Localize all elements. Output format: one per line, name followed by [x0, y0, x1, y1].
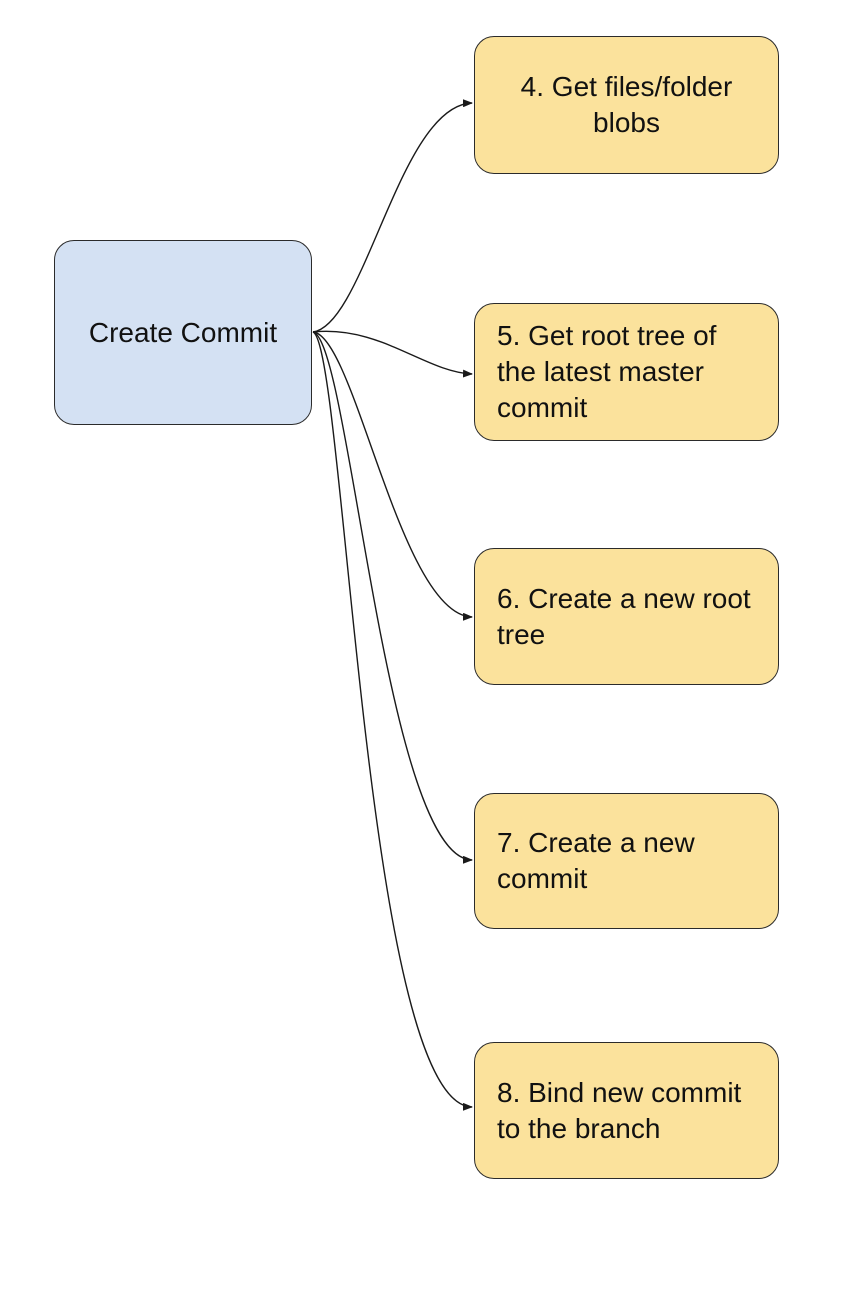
step-8-label: 8. Bind new commit to the branch	[497, 1076, 742, 1144]
step-6-node: 6. Create a new root tree	[474, 548, 779, 685]
connector-to-step-7	[312, 331, 473, 864]
connector-to-step-4	[312, 99, 473, 333]
connector-to-step-5	[312, 330, 473, 378]
step-8-node: 8. Bind new commit to the branch	[474, 1042, 779, 1179]
connector-to-step-6	[312, 331, 473, 621]
connector-to-step-8	[312, 331, 473, 1111]
step-6-label: 6. Create a new root tree	[497, 582, 751, 650]
create-commit-label: Create Commit	[88, 316, 278, 348]
step-5-node: 5. Get root tree of the latest master co…	[474, 303, 779, 441]
create-commit-node: Create Commit	[54, 240, 312, 425]
step-7-node: 7. Create a new commit	[474, 793, 779, 929]
step-4-label: 4. Get files/folder blobs	[520, 71, 733, 138]
step-5-label: 5. Get root tree of the latest master co…	[497, 320, 717, 423]
step-7-label: 7. Create a new commit	[497, 827, 695, 894]
step-4-node: 4. Get files/folder blobs	[474, 36, 779, 174]
